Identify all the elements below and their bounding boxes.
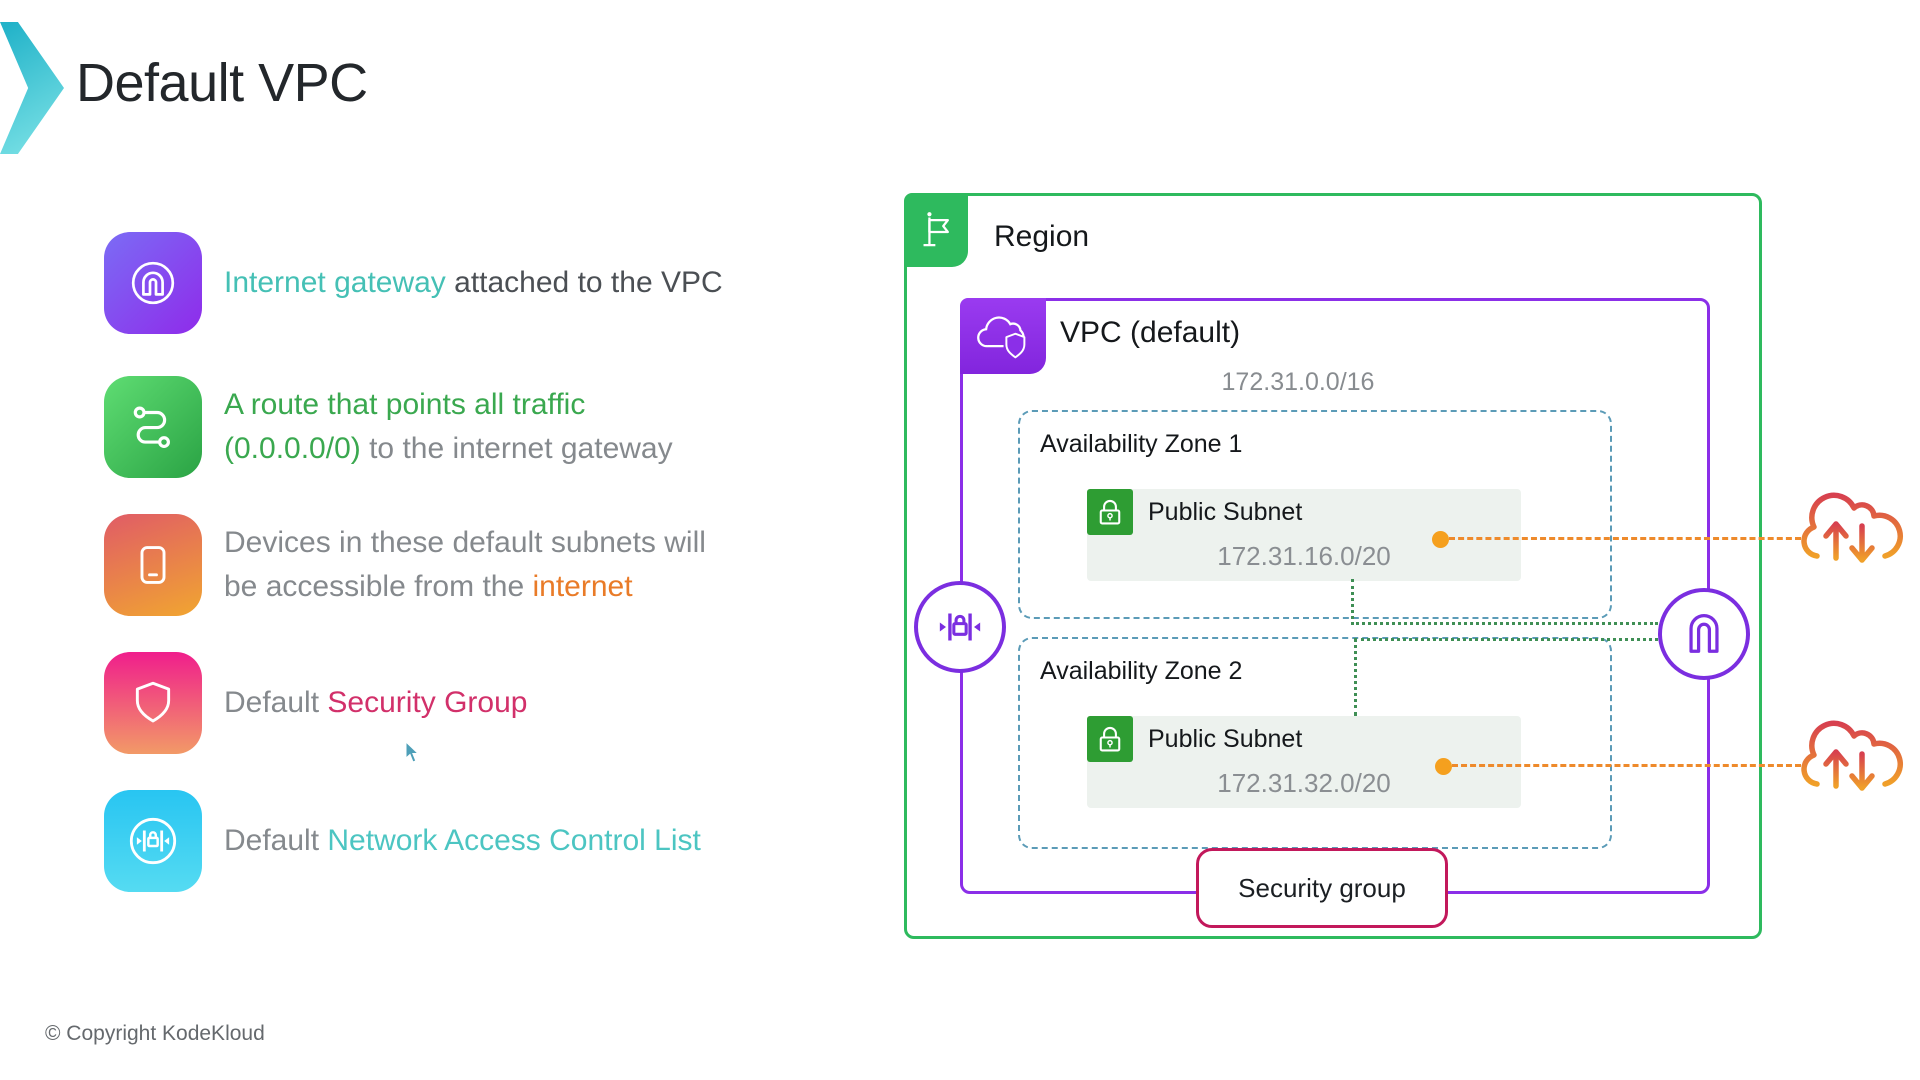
public-subnet-2-label: Public Subnet bbox=[1148, 725, 1303, 753]
region-box bbox=[904, 193, 1762, 939]
security-group-label: Security group bbox=[1238, 872, 1406, 903]
vpc-label: VPC (default) bbox=[1060, 316, 1241, 349]
network-acl-icon bbox=[104, 790, 202, 892]
availability-zone-2-label: Availability Zone 2 bbox=[1040, 657, 1243, 685]
page-title: Default VPC bbox=[76, 53, 368, 113]
bullet-start: Default bbox=[224, 824, 328, 857]
subnet-lock-icon bbox=[1087, 489, 1133, 535]
bullet-route: A route that points all traffic (0.0.0.0… bbox=[104, 376, 673, 478]
bullet-text: Default Network Access Control List bbox=[224, 819, 701, 863]
route-connector-subnet1-horizontal bbox=[1351, 622, 1658, 625]
bullet-text: Default Security Group bbox=[224, 681, 527, 725]
internet-gateway-icon bbox=[104, 232, 202, 334]
bullet-text: A route that points all traffic (0.0.0.0… bbox=[224, 383, 673, 471]
bullet-nacl: Default Network Access Control List bbox=[104, 790, 701, 892]
route-connector-subnet2-horizontal bbox=[1354, 638, 1658, 641]
internet-connector-line-1 bbox=[1449, 537, 1801, 540]
bullet-devices: Devices in these default subnets will be… bbox=[104, 514, 706, 616]
subnet-lock-icon bbox=[1087, 716, 1133, 762]
bullet-text: Internet gateway attached to the VPC bbox=[224, 261, 723, 305]
title-chevron-decoration bbox=[0, 22, 64, 154]
bullet-line1: Devices in these default subnets will bbox=[224, 526, 706, 559]
bullet-highlight: Internet gateway bbox=[224, 266, 446, 299]
security-group-box: Security group bbox=[1196, 848, 1448, 928]
public-subnet-1-card: Public Subnet 172.31.16.0/20 bbox=[1087, 489, 1521, 581]
vpc-cloud-icon bbox=[960, 298, 1046, 374]
internet-cloud-icon-2 bbox=[1792, 712, 1912, 803]
public-subnet-2-card: Public Subnet 172.31.32.0/20 bbox=[1087, 716, 1521, 808]
mouse-cursor bbox=[405, 740, 422, 770]
bullet-cidr: (0.0.0.0/0) bbox=[224, 432, 361, 465]
bullet-highlight: Network Access Control List bbox=[327, 824, 701, 857]
bullet-text: Devices in these default subnets will be… bbox=[224, 521, 706, 609]
route-icon bbox=[104, 376, 202, 478]
availability-zone-1-label: Availability Zone 1 bbox=[1040, 430, 1243, 458]
public-subnet-1-cidr: 172.31.16.0/20 bbox=[1217, 541, 1391, 571]
bullet-highlight: Security Group bbox=[327, 686, 528, 719]
internet-gateway-diagram-icon bbox=[1658, 588, 1750, 680]
bullet-start: Default bbox=[224, 686, 328, 719]
bullet-line2-start: be accessible from the bbox=[224, 570, 533, 603]
bullet-highlight: internet bbox=[532, 570, 633, 603]
public-subnet-2-cidr: 172.31.32.0/20 bbox=[1217, 768, 1391, 798]
mobile-device-icon bbox=[104, 514, 202, 616]
route-connector-subnet1-vertical bbox=[1351, 579, 1354, 625]
shield-icon bbox=[104, 652, 202, 754]
bullet-line1: A route that points all traffic bbox=[224, 388, 586, 421]
bullet-rest: attached to the VPC bbox=[445, 266, 723, 299]
internet-cloud-icon-1 bbox=[1792, 484, 1912, 575]
bullet-internet-gateway: Internet gateway attached to the VPC bbox=[104, 232, 723, 334]
route-connector-subnet2-vertical bbox=[1354, 638, 1357, 716]
region-flag-icon bbox=[904, 193, 968, 267]
bullet-rest: to the internet gateway bbox=[360, 432, 673, 465]
public-subnet-1-label: Public Subnet bbox=[1148, 498, 1303, 526]
network-acl-gateway-icon bbox=[914, 581, 1006, 673]
region-label: Region bbox=[994, 220, 1090, 253]
internet-connector-line-2 bbox=[1452, 764, 1801, 767]
vpc-cidr: 172.31.0.0/16 bbox=[1221, 368, 1375, 396]
internet-connector-dot-1 bbox=[1432, 531, 1449, 548]
bullet-security-group: Default Security Group bbox=[104, 652, 527, 754]
copyright-text: © Copyright KodeKloud bbox=[45, 1022, 265, 1045]
internet-connector-dot-2 bbox=[1435, 758, 1452, 775]
availability-zone-1-box bbox=[1018, 410, 1612, 619]
